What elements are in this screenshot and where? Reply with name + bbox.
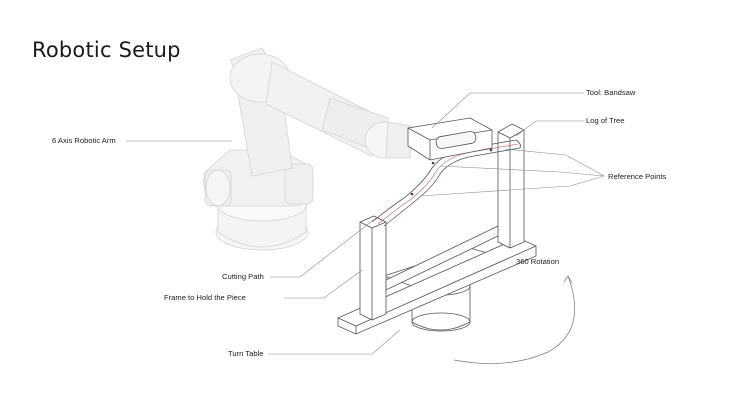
label-360-rotation: 360 Rotation bbox=[516, 257, 560, 266]
rotation-arrow bbox=[453, 275, 575, 364]
label-cutting-path: Cutting Path bbox=[222, 272, 264, 281]
label-turn-table: Turn Table bbox=[228, 349, 264, 358]
label-frame: Frame to Hold the Piece bbox=[164, 293, 246, 302]
reference-points bbox=[410, 148, 493, 196]
leader-lines bbox=[126, 92, 605, 355]
frame bbox=[337, 123, 537, 335]
cutting-path-line bbox=[377, 143, 519, 225]
label-reference-points: Reference Points bbox=[608, 172, 667, 181]
bandsaw-tool bbox=[407, 117, 493, 161]
robot-arm-illustration bbox=[203, 47, 413, 251]
label-log-of-tree: Log of Tree bbox=[586, 116, 625, 125]
page-title: Robotic Setup bbox=[32, 38, 181, 62]
label-robotic-arm: 6 Axis Robotic Arm bbox=[52, 136, 116, 145]
label-tool-bandsaw: Tool: Bandsaw bbox=[586, 88, 636, 97]
